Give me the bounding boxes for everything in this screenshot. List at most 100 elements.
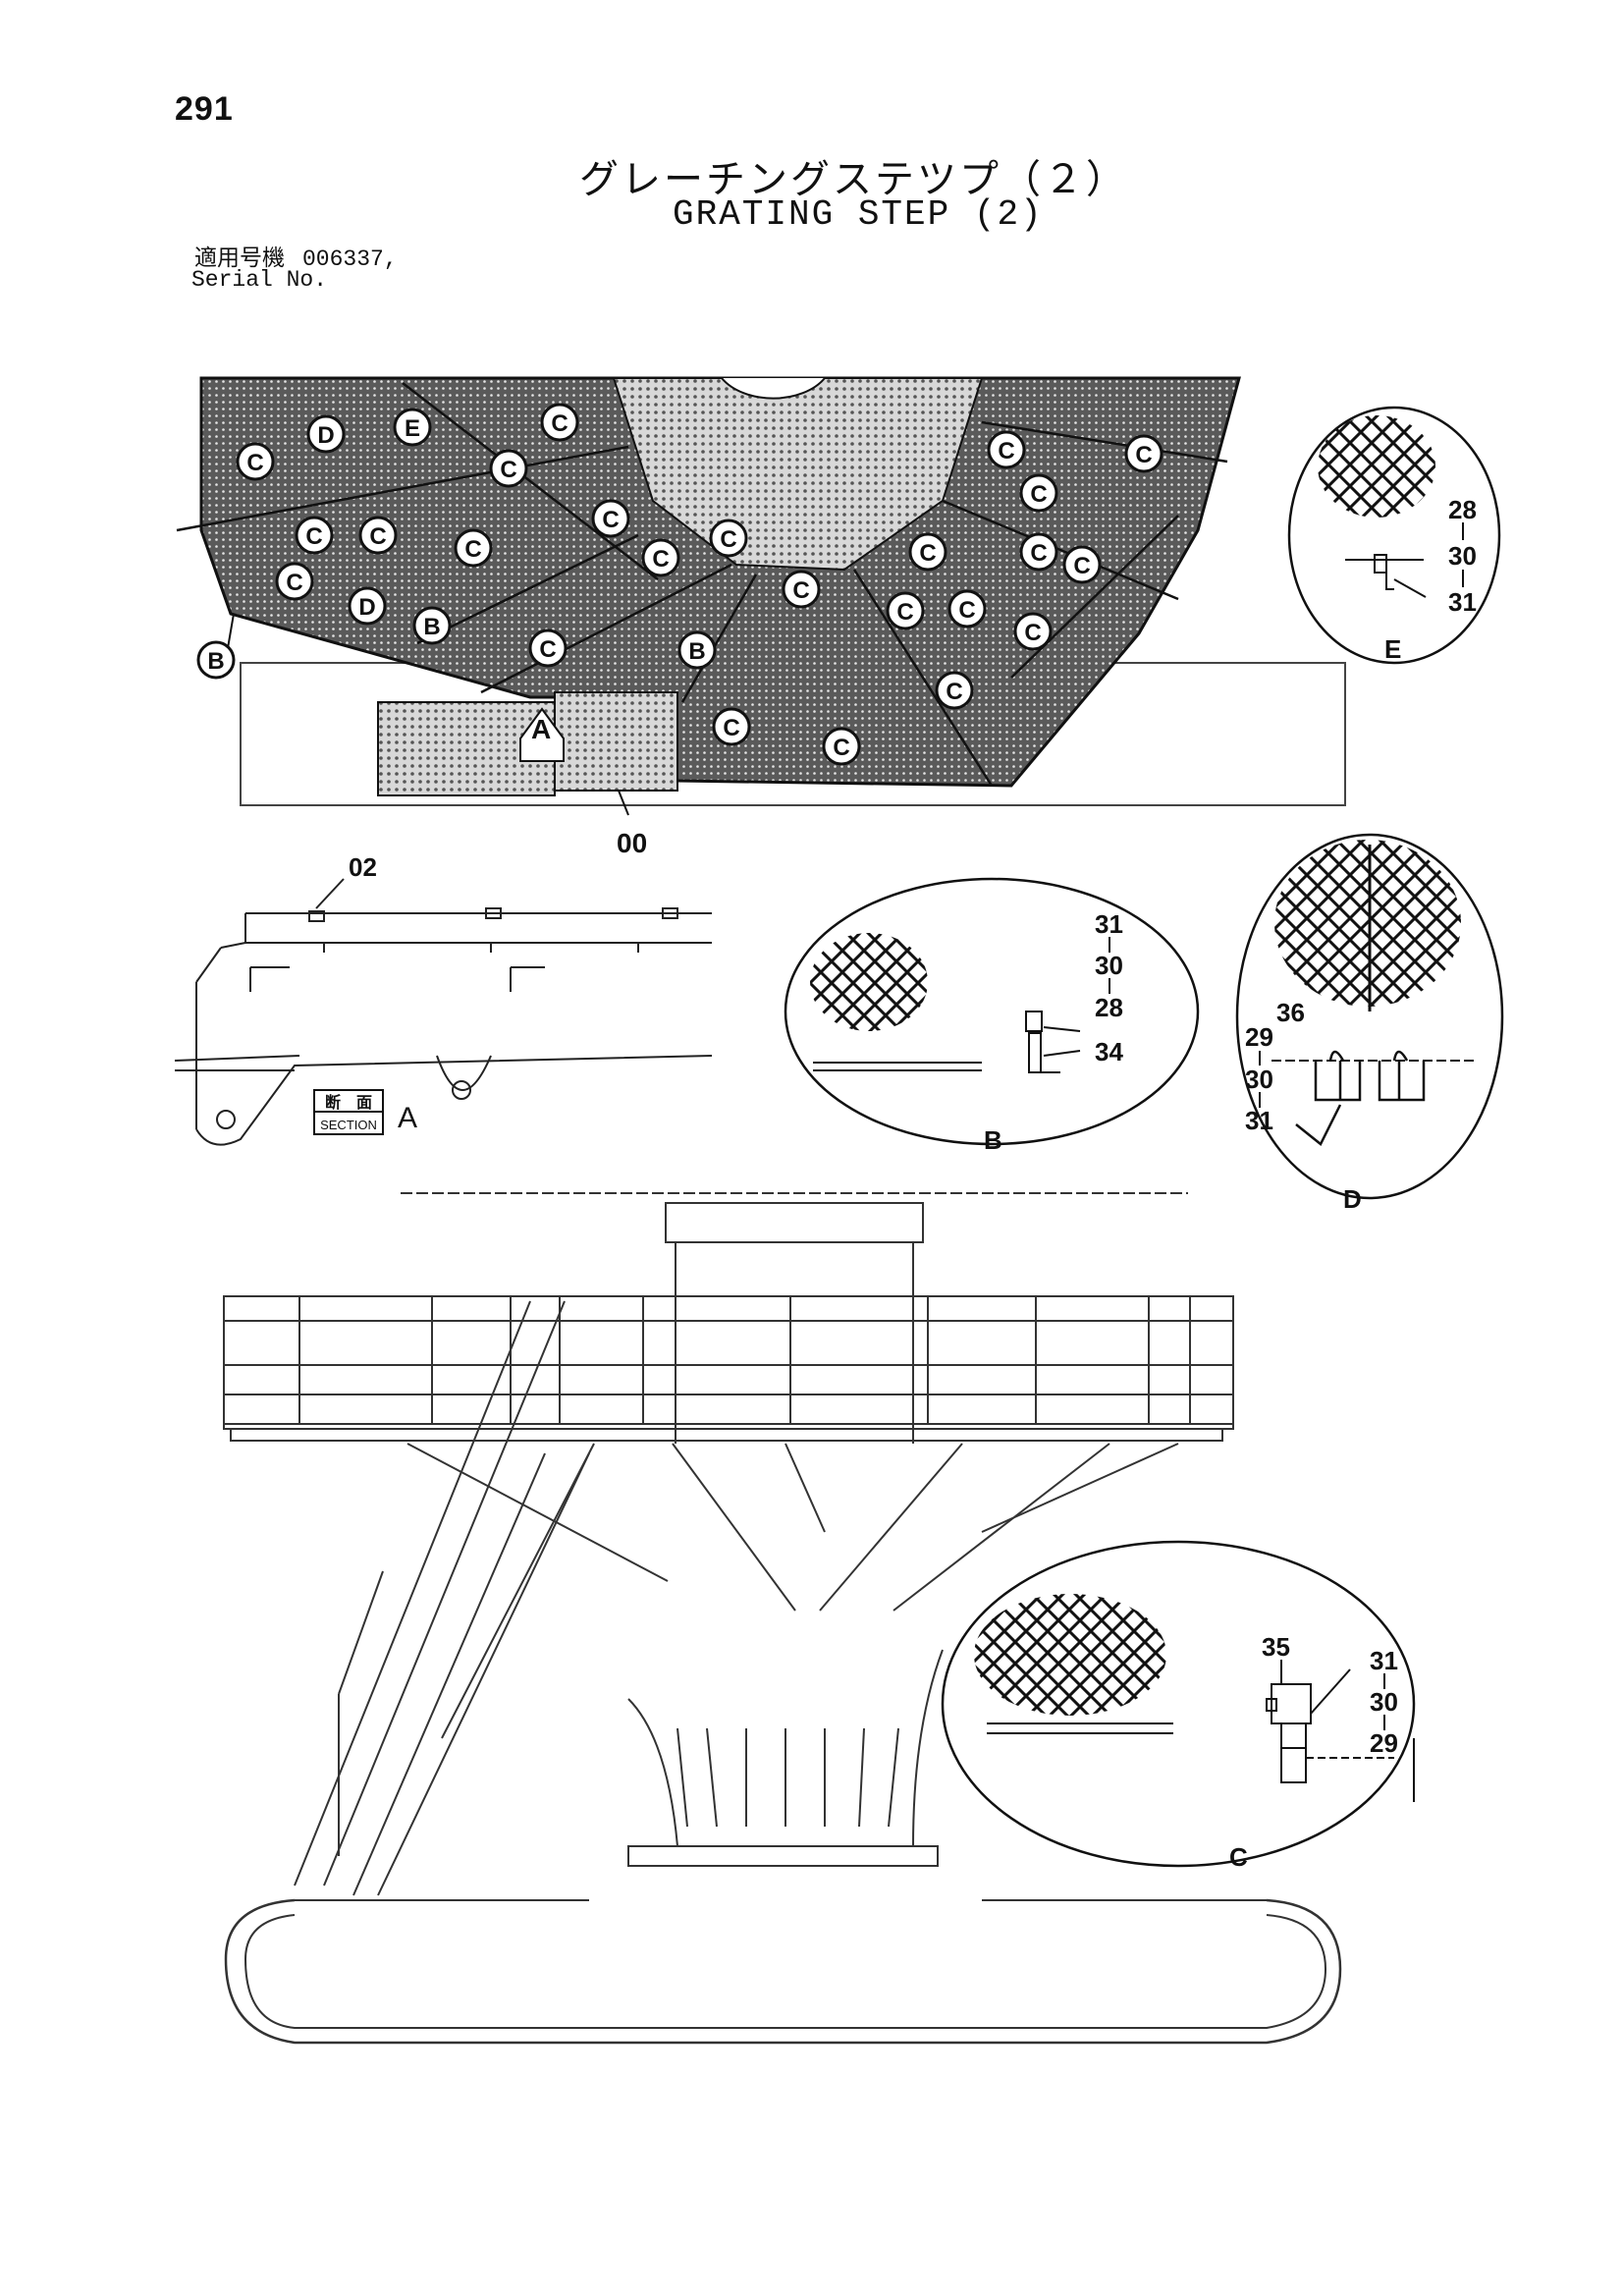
- callout: C: [454, 528, 493, 568]
- serial-label-jp: 適用号機: [194, 245, 285, 270]
- svg-text:C: C: [919, 540, 936, 567]
- callout: B: [412, 606, 452, 645]
- svg-text:断 面: 断 面: [325, 1093, 372, 1112]
- svg-text:C: C: [958, 597, 975, 624]
- callout: C: [1013, 612, 1053, 651]
- svg-text:E: E: [1384, 634, 1401, 664]
- plan-view: [176, 376, 1346, 806]
- svg-text:C: C: [998, 438, 1014, 465]
- svg-text:29: 29: [1370, 1728, 1398, 1758]
- callout: C: [712, 707, 751, 746]
- svg-text:C: C: [1024, 620, 1041, 646]
- part-number-02: 02: [349, 852, 377, 882]
- callout: B: [677, 630, 717, 670]
- title-english: GRATING STEP (2): [673, 194, 1044, 235]
- svg-text:31: 31: [1448, 587, 1477, 617]
- callout: C: [275, 562, 314, 601]
- svg-text:C: C: [946, 679, 962, 705]
- svg-text:C: C: [539, 636, 556, 663]
- svg-text:C: C: [720, 526, 736, 553]
- detail-b: 31 30 28 34 B: [784, 877, 1200, 1155]
- callout: C: [709, 519, 748, 558]
- svg-text:36: 36: [1276, 998, 1305, 1027]
- svg-text:B: B: [688, 638, 705, 665]
- svg-text:C: C: [305, 523, 322, 550]
- svg-text:28: 28: [1448, 495, 1477, 524]
- svg-text:C: C: [1073, 553, 1090, 579]
- svg-text:31: 31: [1095, 909, 1123, 939]
- detail-e: 28 30 31 E: [1287, 406, 1501, 665]
- svg-text:SECTION: SECTION: [320, 1118, 377, 1132]
- svg-text:C: C: [286, 570, 302, 596]
- callout: C: [886, 591, 925, 630]
- svg-text:C: C: [1229, 1842, 1248, 1872]
- callout: E: [393, 408, 432, 447]
- callout: C: [1019, 473, 1058, 513]
- callout: C: [489, 449, 528, 488]
- svg-text:30: 30: [1448, 541, 1477, 571]
- svg-text:30: 30: [1245, 1065, 1273, 1094]
- svg-text:C: C: [1030, 540, 1047, 567]
- callout: C: [935, 671, 974, 710]
- svg-text:D: D: [358, 594, 375, 621]
- svg-text:30: 30: [1370, 1687, 1398, 1717]
- title-japanese: グレーチングステツプ（２）: [579, 158, 1128, 201]
- callout: C: [1124, 434, 1163, 473]
- callout: C: [641, 538, 680, 577]
- elevation-view: [223, 1192, 1342, 2045]
- svg-text:B: B: [423, 614, 440, 640]
- svg-text:C: C: [1135, 442, 1152, 468]
- svg-text:34: 34: [1095, 1037, 1123, 1066]
- plan-callouts: C D E C C C C C C C D B C C C C B C C C …: [196, 403, 1163, 858]
- svg-text:C: C: [652, 546, 669, 573]
- page-number: 291: [175, 90, 234, 128]
- svg-text:C: C: [896, 599, 913, 626]
- svg-text:C: C: [602, 507, 619, 533]
- callout: C: [358, 516, 398, 555]
- svg-text:31: 31: [1370, 1646, 1398, 1675]
- svg-text:C: C: [246, 450, 263, 476]
- svg-text:C: C: [792, 577, 809, 604]
- part-number-00: 00: [617, 828, 647, 858]
- svg-text:29: 29: [1245, 1022, 1273, 1052]
- callout: C: [947, 589, 987, 629]
- section-marker: A: [531, 714, 551, 744]
- svg-text:35: 35: [1262, 1632, 1290, 1662]
- svg-text:30: 30: [1095, 951, 1123, 980]
- svg-text:C: C: [1030, 481, 1047, 508]
- callout: C: [987, 430, 1026, 469]
- svg-text:C: C: [369, 523, 386, 550]
- svg-text:31: 31: [1245, 1106, 1273, 1135]
- callout: C: [540, 403, 579, 442]
- section-a-label: 断 面 SECTION A: [313, 1089, 417, 1135]
- serial-label-en: Serial No.: [191, 267, 328, 293]
- svg-text:C: C: [833, 735, 849, 761]
- callout: C: [236, 442, 275, 481]
- svg-text:D: D: [317, 422, 334, 449]
- callout: C: [908, 532, 947, 572]
- svg-text:A: A: [398, 1102, 417, 1134]
- callout: C: [1062, 545, 1102, 584]
- callout: C: [528, 629, 568, 668]
- svg-text:C: C: [723, 715, 739, 741]
- svg-text:C: C: [464, 536, 481, 563]
- svg-text:C: C: [551, 410, 568, 437]
- section-a-view: [174, 878, 713, 1146]
- callout: B: [196, 640, 236, 680]
- callout: C: [822, 727, 861, 766]
- callout: D: [306, 414, 346, 454]
- svg-text:B: B: [984, 1125, 1002, 1155]
- callout: D: [348, 586, 387, 626]
- callout: C: [1019, 532, 1058, 572]
- svg-text:E: E: [405, 415, 420, 442]
- serial-row: 適用号機 006337,: [194, 239, 398, 272]
- svg-text:28: 28: [1095, 993, 1123, 1022]
- detail-d: 36 29 30 31 D: [1235, 833, 1504, 1214]
- callout: C: [591, 499, 630, 538]
- svg-text:B: B: [207, 648, 224, 675]
- svg-text:D: D: [1343, 1184, 1362, 1214]
- svg-text:C: C: [500, 457, 516, 483]
- serial-value: 006337,: [302, 246, 398, 272]
- callout: C: [295, 516, 334, 555]
